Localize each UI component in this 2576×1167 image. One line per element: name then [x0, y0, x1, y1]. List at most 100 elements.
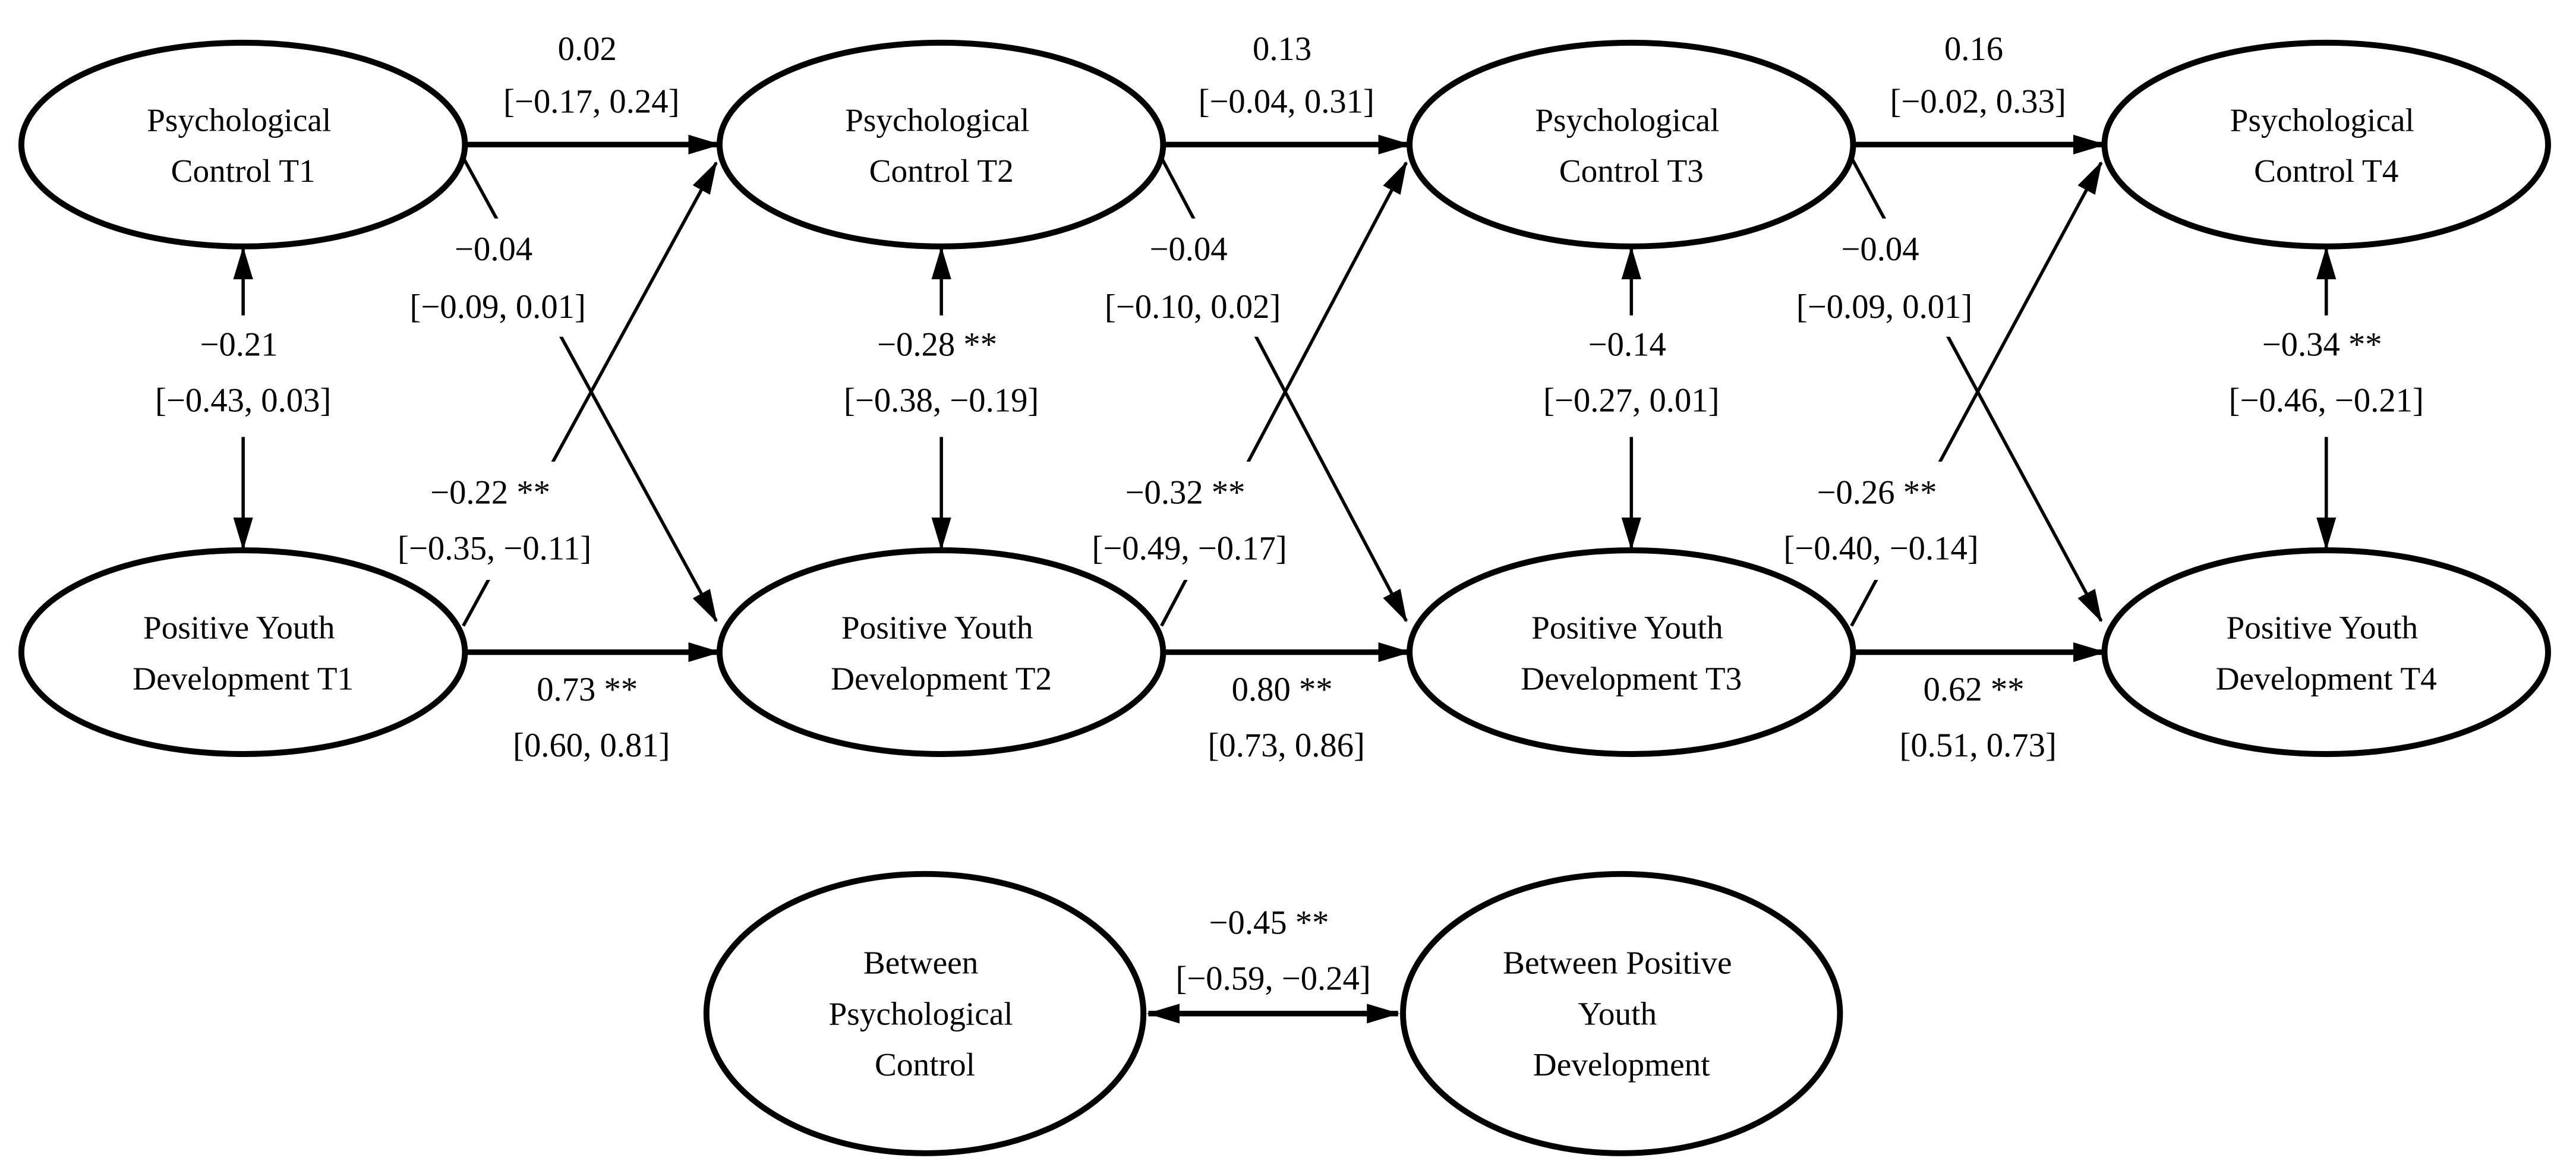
confidence-interval: [−0.17, 0.24]	[503, 83, 679, 120]
confidence-interval: [−0.27, 0.01]	[1543, 383, 1719, 420]
node-label-between-pyd: Between Positive Youth Development	[1503, 933, 1740, 1083]
node-label-pc-t1: Psychological Control T1	[147, 91, 339, 189]
nodes-layer	[18, 39, 2551, 1156]
estimate-value: −0.26 **	[1817, 474, 1937, 511]
edge-label-pc-t1-pc-t2: 0.02 [−0.17, 0.24]	[503, 20, 679, 120]
estimate-value: −0.04	[455, 231, 532, 268]
confidence-interval: [−0.09, 0.01]	[1796, 289, 1972, 326]
label-mask	[1084, 461, 1295, 580]
node-label-line: Development	[1533, 1046, 1710, 1083]
node-label-line: Psychological	[1535, 102, 1719, 138]
node-ellipse-pc-t2	[716, 39, 1166, 250]
confidence-interval: [−0.35, −0.11]	[398, 530, 591, 567]
edge-label-pyd-t2-pyd-t3: 0.80 ** [0.73, 0.86]	[1208, 661, 1365, 764]
label-mask	[1779, 218, 1990, 337]
node-label-line: Psychological	[2230, 102, 2414, 138]
node-label-line: Development T3	[1521, 660, 1742, 696]
node-ellipse-pc-t4	[2101, 39, 2551, 250]
node-label-line: Positive Youth	[143, 610, 335, 646]
node-label-line: Psychological	[829, 995, 1013, 1032]
node-label-line: Youth	[1578, 995, 1657, 1032]
confidence-interval: [−0.43, 0.03]	[155, 383, 331, 420]
edge-label-pc-t2-pc-t3: 0.13 [−0.04, 0.31]	[1199, 20, 1374, 120]
node-label-line: Psychological	[147, 102, 331, 138]
edge-label-pyd-t1-pyd-t2: 0.73 ** [0.60, 0.81]	[513, 661, 670, 764]
label-mask	[1776, 461, 1987, 580]
node-label-line: Psychological	[845, 102, 1029, 138]
edge-labels-layer: 0.02 [−0.17, 0.24] 0.13 [−0.04, 0.31] 0.…	[155, 20, 2424, 998]
node-label-line: Development T2	[831, 660, 1052, 696]
edge-label-pyd-t2-pc-t3: −0.32 ** [−0.49, −0.17]	[1092, 463, 1287, 567]
confidence-interval: [0.60, 0.81]	[513, 727, 670, 764]
label-mask	[1521, 315, 1742, 437]
estimate-value: −0.28 **	[877, 327, 997, 364]
confidence-interval: [−0.04, 0.31]	[1199, 83, 1374, 120]
label-mask	[831, 315, 1052, 437]
node-ellipse-pyd-t1	[18, 547, 468, 757]
estimate-value: −0.04	[1150, 231, 1228, 268]
edge-label-pc-t3-pyd-t4: −0.04 [−0.09, 0.01]	[1796, 220, 1972, 326]
node-label-line: Control	[875, 1046, 975, 1083]
estimate-value: −0.04	[1841, 231, 1919, 268]
label-mask	[133, 315, 354, 437]
confidence-interval: [−0.46, −0.21]	[2229, 383, 2424, 420]
estimate-value: −0.22 **	[430, 474, 550, 511]
node-ellipse-pyd-t3	[1407, 547, 1856, 757]
edge-label-pyd-t3-pyd-t4: 0.62 ** [0.51, 0.73]	[1899, 661, 2056, 764]
confidence-interval: [−0.09, 0.01]	[410, 289, 586, 326]
confidence-interval: [−0.02, 0.33]	[1890, 83, 2066, 120]
node-label-pyd-t3: Positive Youth Development T3	[1521, 598, 1742, 696]
node-ellipse-pyd-t4	[2101, 547, 2551, 757]
estimate-value: 0.80 **	[1232, 671, 1333, 708]
node-label-pyd-t1: Positive Youth Development T1	[133, 598, 354, 696]
node-label-pc-t3: Psychological Control T3	[1535, 91, 1727, 189]
confidence-interval: [−0.49, −0.17]	[1092, 530, 1287, 567]
edge-label-pyd-t1-pc-t2: −0.22 ** [−0.35, −0.11]	[398, 463, 591, 567]
estimate-value: −0.14	[1588, 327, 1666, 364]
confidence-interval: [−0.59, −0.24]	[1175, 961, 1370, 998]
confidence-interval: [−0.10, 0.02]	[1105, 289, 1281, 326]
node-ellipse-pyd-t2	[716, 547, 1166, 757]
estimate-value: 0.13	[1253, 31, 1311, 68]
estimate-value: −0.45 **	[1209, 905, 1329, 942]
node-ellipse-pc-t1	[18, 39, 468, 250]
edge-label-pyd-t3-pc-t4: −0.26 ** [−0.40, −0.14]	[1783, 463, 1978, 567]
node-label-line: Control T4	[2254, 153, 2398, 189]
estimate-value: 0.16	[1944, 31, 2003, 68]
node-label-line: Control T1	[171, 153, 316, 189]
label-mask	[392, 218, 603, 337]
label-mask	[2216, 315, 2436, 437]
node-label-line: Positive Youth	[841, 610, 1033, 646]
estimate-value: −0.21	[200, 327, 278, 364]
estimate-value: −0.32 **	[1125, 474, 1246, 511]
node-label-line: Control T3	[1559, 153, 1704, 189]
node-label-pc-t2: Psychological Control T2	[845, 91, 1038, 189]
label-mask	[1087, 218, 1298, 337]
node-label-line: Between Positive	[1503, 945, 1732, 981]
edge-label-cov-t4: −0.34 ** [−0.46, −0.21]	[2229, 316, 2424, 420]
estimate-value: −0.34 **	[2262, 327, 2382, 364]
estimate-value: 0.73 **	[537, 671, 638, 708]
node-label-line: Development T1	[133, 660, 354, 696]
node-labels-layer: Psychological Control T1 Psychological C…	[133, 91, 2437, 1083]
node-label-pyd-t4: Positive Youth Development T4	[2216, 598, 2437, 696]
edge-label-cov-t2: −0.28 ** [−0.38, −0.19]	[844, 316, 1039, 420]
label-mask	[389, 461, 600, 580]
node-ellipse-between-pc	[703, 870, 1147, 1156]
node-label-between-pc: Between Psychological Control	[829, 933, 1021, 1083]
node-label-pyd-t2: Positive Youth Development T2	[831, 598, 1052, 696]
edge-label-pc-t1-pyd-t2: −0.04 [−0.09, 0.01]	[410, 220, 586, 326]
node-label-line: Development T4	[2216, 660, 2437, 696]
edge-label-cov-t3: −0.14 [−0.27, 0.01]	[1543, 316, 1719, 420]
estimate-value: 0.62 **	[1924, 671, 2025, 708]
edge-label-pc-t2-pyd-t3: −0.04 [−0.10, 0.02]	[1105, 220, 1281, 326]
node-ellipse-pc-t3	[1407, 39, 1856, 250]
confidence-interval: [−0.40, −0.14]	[1783, 530, 1978, 567]
node-label-line: Control T2	[869, 153, 1014, 189]
node-label-pc-t4: Psychological Control T4	[2230, 91, 2423, 189]
node-ellipse-between-pyd	[1400, 870, 1843, 1156]
label-masks-layer	[133, 218, 2436, 580]
edge-label-cov-t1: −0.21 [−0.43, 0.03]	[155, 316, 331, 420]
